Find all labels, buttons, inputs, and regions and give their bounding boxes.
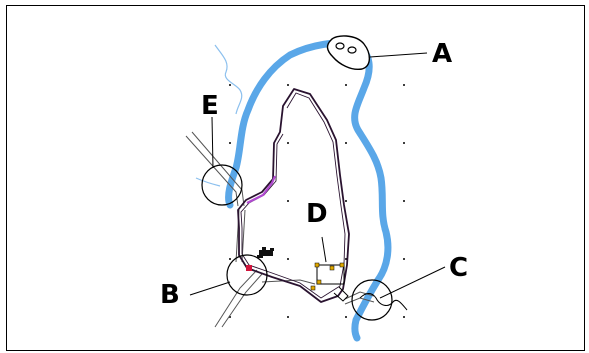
label-e: E <box>201 91 219 121</box>
grid-dot <box>287 258 289 260</box>
building-cluster <box>257 247 274 258</box>
grid-dot <box>229 258 231 260</box>
structure-d <box>310 262 345 291</box>
circle-c <box>351 279 393 321</box>
leader-c <box>379 266 446 299</box>
grid-dot <box>345 84 347 86</box>
grid-dot <box>403 142 405 144</box>
grid-dot <box>345 200 347 202</box>
red-marker-b <box>246 265 252 271</box>
grid-dot <box>287 84 289 86</box>
wall-highlight-e <box>246 175 277 204</box>
feature-a-island <box>326 35 371 71</box>
grid-dot <box>229 84 231 86</box>
label-b: B <box>160 280 180 310</box>
tributary-stream-lower <box>195 177 221 187</box>
leader-d <box>321 236 327 263</box>
grid-dot <box>287 142 289 144</box>
grid-dot <box>345 316 347 318</box>
grid-dot <box>287 316 289 318</box>
grid-dot <box>403 316 405 318</box>
circle-e <box>201 164 243 206</box>
leader-e <box>211 116 214 169</box>
circle-b <box>226 254 268 296</box>
grid-dot <box>287 200 289 202</box>
gate-c <box>333 286 349 302</box>
label-c: C <box>449 253 468 283</box>
dot-grid <box>229 84 405 318</box>
leader-b <box>189 281 231 296</box>
grid-dot <box>229 142 231 144</box>
frame-border <box>6 5 585 351</box>
label-a: A <box>432 39 452 69</box>
grid-dot <box>345 142 347 144</box>
grid-dot <box>403 258 405 260</box>
stream-c <box>359 293 408 311</box>
leader-lines <box>189 52 446 299</box>
tributary-stream <box>214 44 243 115</box>
city-wall <box>237 88 350 303</box>
grid-dot <box>403 84 405 86</box>
grid-dot <box>403 200 405 202</box>
leader-a <box>369 52 428 58</box>
label-d: D <box>306 199 328 229</box>
river <box>225 39 392 342</box>
